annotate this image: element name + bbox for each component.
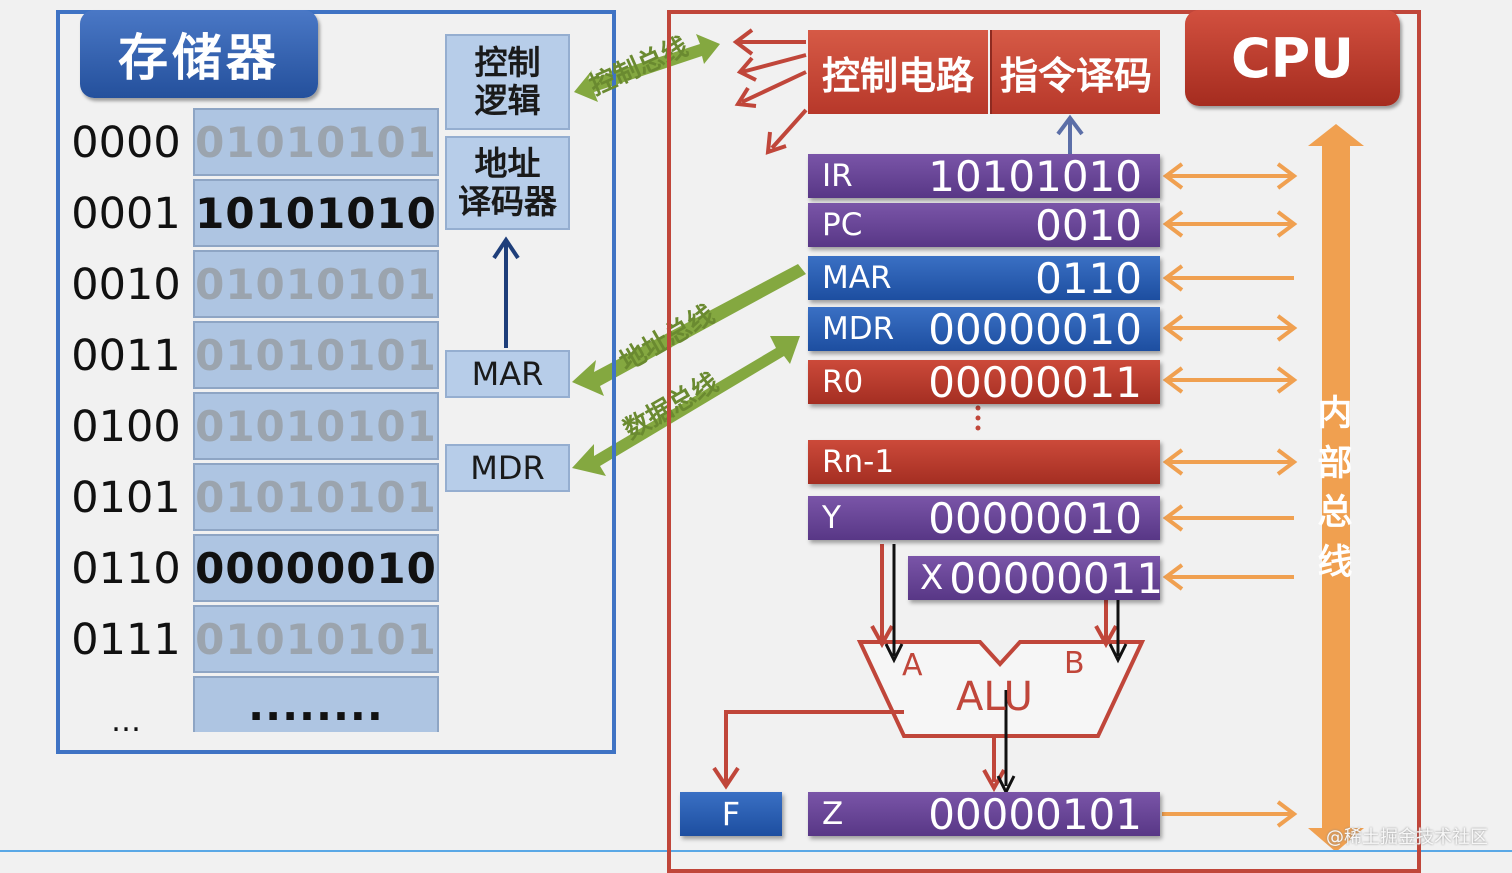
memory-address: 0100 — [71, 402, 181, 452]
register-value: 00000101 — [928, 789, 1142, 839]
address-bus-arrow — [572, 264, 806, 396]
register-mdr: MDR 00000010 — [808, 304, 1160, 354]
register-x: X 00000011 — [908, 553, 1164, 603]
memory-address-ellipsis: … — [111, 703, 141, 739]
register-f: F — [680, 792, 782, 836]
control-signal-arrows — [732, 28, 808, 155]
address-decoder-box: 地址 译码器 — [445, 136, 570, 230]
memory-address: 0110 — [71, 544, 181, 594]
memory-address: 0001 — [71, 189, 181, 239]
register-name: F — [721, 795, 741, 833]
control-circuit-box: 控制电路 — [808, 30, 988, 114]
alu-label: ALU — [956, 674, 1033, 720]
memory-frame — [56, 10, 616, 754]
register-ir: IR 10101010 — [808, 151, 1160, 201]
control-logic-box: 控制 逻辑 — [445, 34, 570, 130]
register-name: Z — [822, 796, 844, 832]
register-z: Z 00000101 — [808, 789, 1160, 839]
internal-bus — [1308, 124, 1364, 852]
register-name: X — [920, 558, 944, 598]
cpu-title: CPU — [1185, 10, 1400, 106]
x-to-alu-lines — [1094, 600, 1128, 664]
data-bus-arrow — [572, 336, 800, 476]
register-name: MAR — [822, 260, 892, 296]
alu-to-f-line — [712, 710, 904, 790]
register-r0: R0 00000011 — [808, 357, 1160, 407]
register-value: 00000011 — [928, 357, 1142, 407]
register-pc: PC 0010 — [808, 200, 1160, 250]
register-value: 00000010 — [928, 493, 1142, 543]
register-rn-1: Rn-1 — [808, 440, 1160, 484]
ir-to-decoder-arrow — [1056, 114, 1084, 154]
y-to-alu-lines — [870, 544, 904, 664]
memory-cell: 10101010 — [193, 179, 439, 247]
internal-bus-label: 内部总线 — [1310, 390, 1360, 589]
memory-address: 0101 — [71, 473, 181, 523]
control-bus-arrow — [574, 34, 720, 102]
address-decoder-label: 地址 译码器 — [458, 144, 557, 221]
memory-title: 存储器 — [80, 10, 318, 98]
alu-input-b: B — [1064, 646, 1085, 681]
control-logic-label: 控制 逻辑 — [474, 43, 541, 120]
register-name: MDR — [822, 311, 895, 347]
memory-cell: 01010101 — [193, 250, 439, 318]
register-value: 10101010 — [928, 151, 1142, 201]
memory-cell: 01010101 — [193, 108, 439, 176]
memory-address: 0010 — [71, 260, 181, 310]
register-value: 0110 — [1035, 253, 1142, 303]
instruction-decoder-box: 指令译码 — [990, 30, 1160, 114]
register-y: Y 00000010 — [808, 493, 1160, 543]
memory-mdr-box: MDR — [445, 444, 570, 492]
register-value: 00000011 — [949, 553, 1164, 603]
register-bus-connectors — [1162, 162, 1298, 828]
memory-mar-box: MAR — [445, 350, 570, 398]
register-value: 0010 — [1035, 200, 1142, 250]
memory-cell: 01010101 — [193, 605, 439, 673]
mar-to-decoder-arrow — [492, 236, 520, 348]
register-name: IR — [822, 158, 853, 194]
alu-input-a: A — [902, 648, 923, 683]
memory-cell: 01010101 — [193, 321, 439, 389]
register-mar: MAR 0110 — [808, 253, 1160, 303]
memory-cell: 00000010 — [193, 534, 439, 602]
watermark: @稀土掘金技术社区 — [1326, 827, 1488, 848]
alu-to-z-lines — [982, 690, 1016, 796]
memory-address: 0011 — [71, 331, 181, 381]
memory-address: 0000 — [71, 118, 181, 168]
memory-cell: 01010101 — [193, 392, 439, 460]
memory-address: 0111 — [71, 615, 181, 665]
register-ellipsis — [975, 405, 981, 431]
register-name: Rn-1 — [822, 444, 895, 480]
internal-bus-text: 内部总线 — [1317, 394, 1353, 584]
register-name: PC — [822, 207, 863, 243]
register-value: 00000010 — [928, 304, 1142, 354]
alu-shape — [856, 640, 1146, 738]
memory-cell-ellipsis: ........ — [193, 676, 439, 732]
memory-cell: 01010101 — [193, 463, 439, 531]
register-name: Y — [822, 500, 841, 536]
register-name: R0 — [822, 364, 864, 400]
cpu-frame — [667, 10, 1421, 873]
